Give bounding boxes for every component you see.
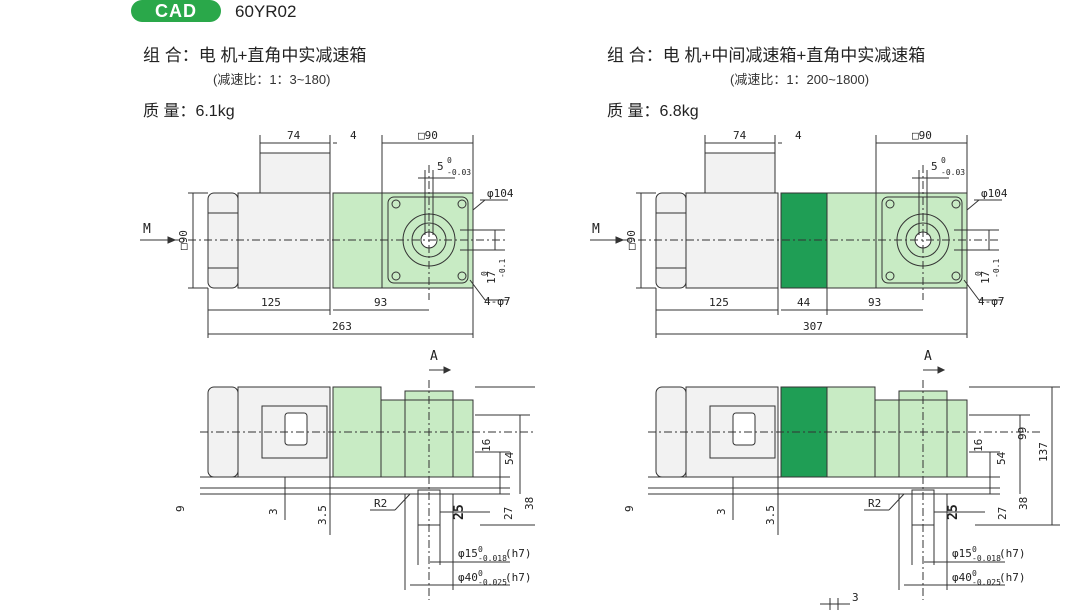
right-dim-3-5: 3.5 xyxy=(764,505,777,525)
left-dim-74: 74 xyxy=(287,129,301,142)
right-dim-square-90: □90 xyxy=(912,129,932,142)
left-dim-3: 3 xyxy=(267,508,280,515)
right-dim-38: 38 xyxy=(1017,497,1030,510)
left-dim-square-90-vertical: □90 xyxy=(177,230,190,250)
right-dim-137: 137 xyxy=(1037,442,1050,462)
left-dim-125: 125 xyxy=(261,296,281,309)
right-dim-9: 9 xyxy=(623,505,636,512)
left-dim-25: 25 xyxy=(452,504,467,520)
right-ratio: (减速比：1：200~1800) xyxy=(730,72,870,87)
cad-badge[interactable]: CAD xyxy=(131,0,221,22)
left-dim-square-90: □90 xyxy=(418,129,438,142)
right-dim-125: 125 xyxy=(709,296,729,309)
left-terminal-box xyxy=(259,152,331,194)
right-dim-44: 44 xyxy=(797,296,811,309)
svg-text:-0.03: -0.03 xyxy=(447,168,471,177)
right-dim-square-90-vertical: □90 xyxy=(625,230,638,250)
svg-text:-0.1: -0.1 xyxy=(498,259,507,278)
left-dim-16: 16 xyxy=(480,439,493,452)
svg-text:(h7): (h7) xyxy=(999,547,1026,560)
left-dim-r2: R2 xyxy=(374,497,387,510)
left-section-a: A xyxy=(430,349,438,364)
right-dim-key: 5 xyxy=(931,160,938,173)
right-mass: 质 量：6.8kg xyxy=(607,103,699,120)
left-dim-263: 263 xyxy=(332,320,352,333)
svg-text:(h7): (h7) xyxy=(505,571,532,584)
left-dim-93: 93 xyxy=(374,296,387,309)
right-m-label: M xyxy=(592,222,600,237)
left-mass: 质 量：6.1kg xyxy=(143,103,235,120)
right-dim-3-bottom: 3 xyxy=(852,591,859,604)
right-dim-phi15: φ15 xyxy=(952,547,972,560)
right-dim-4: 4 xyxy=(795,129,802,142)
left-dim-54: 54 xyxy=(503,451,516,465)
svg-text:-0.1: -0.1 xyxy=(992,259,1001,278)
left-ratio: (减速比：1：3~180) xyxy=(213,72,331,87)
right-dim-17: 17 xyxy=(979,271,992,284)
right-dim-3: 3 xyxy=(715,508,728,515)
right-dim-93: 93 xyxy=(868,296,881,309)
left-m-label: M xyxy=(143,222,151,237)
svg-text:-0.018: -0.018 xyxy=(972,554,1001,563)
right-motor-body xyxy=(685,192,779,289)
left-dim-key: 5 xyxy=(437,160,444,173)
svg-text:-0.025: -0.025 xyxy=(972,578,1001,587)
left-combination: 组 合：电 机+直角中实减速箱 xyxy=(143,46,367,65)
svg-text:(h7): (h7) xyxy=(999,571,1026,584)
svg-text:0: 0 xyxy=(974,271,983,276)
model-number: 60YR02 xyxy=(235,2,297,21)
right-dim-27: 27 xyxy=(996,507,1009,520)
svg-text:0: 0 xyxy=(447,156,452,165)
left-dim-phi104: φ104 xyxy=(487,187,514,200)
left-dim-phi15: φ15 xyxy=(458,547,478,560)
right-terminal-box xyxy=(704,152,776,194)
svg-text:0: 0 xyxy=(480,271,489,276)
right-dim-16: 16 xyxy=(972,439,985,452)
svg-text:-0.025: -0.025 xyxy=(478,578,507,587)
right-dim-99: 99 xyxy=(1016,427,1029,440)
left-technical-drawing: 74 4 □90 5 0 -0.03 φ104 M □90 17 0 -0.1 … xyxy=(140,129,535,600)
right-section-a: A xyxy=(924,349,932,364)
right-dim-holes: 4-φ7 xyxy=(978,295,1005,308)
left-dim-3-5: 3.5 xyxy=(316,505,329,525)
left-dim-38: 38 xyxy=(523,497,535,510)
left-dim-4: 4 xyxy=(350,129,357,142)
svg-text:(h7): (h7) xyxy=(505,547,532,560)
right-dim-r2: R2 xyxy=(868,497,881,510)
right-dim-307: 307 xyxy=(803,320,823,333)
right-dim-54: 54 xyxy=(995,451,1008,465)
left-dim-17: 17 xyxy=(485,271,498,284)
right-dim-25: 25 xyxy=(946,504,961,520)
right-combination: 组 合：电 机+中间减速箱+直角中实减速箱 xyxy=(607,46,926,65)
svg-text:0: 0 xyxy=(478,545,483,554)
svg-text:-0.018: -0.018 xyxy=(478,554,507,563)
left-dim-9: 9 xyxy=(174,505,187,512)
svg-text:0: 0 xyxy=(478,569,483,578)
left-dim-holes: 4-φ7 xyxy=(484,295,511,308)
right-dim-phi40: φ40 xyxy=(952,571,972,584)
right-dim-74: 74 xyxy=(733,129,747,142)
svg-text:-0.03: -0.03 xyxy=(941,168,965,177)
svg-text:0: 0 xyxy=(972,545,977,554)
right-dim-phi104: φ104 xyxy=(981,187,1008,200)
left-dim-27: 27 xyxy=(502,507,515,520)
svg-text:0: 0 xyxy=(972,569,977,578)
left-dim-phi40: φ40 xyxy=(458,571,478,584)
svg-text:0: 0 xyxy=(941,156,946,165)
right-technical-drawing: 74 4 □90 5 0 -0.03 φ104 M □90 17 0 -0.1 … xyxy=(590,129,1060,610)
